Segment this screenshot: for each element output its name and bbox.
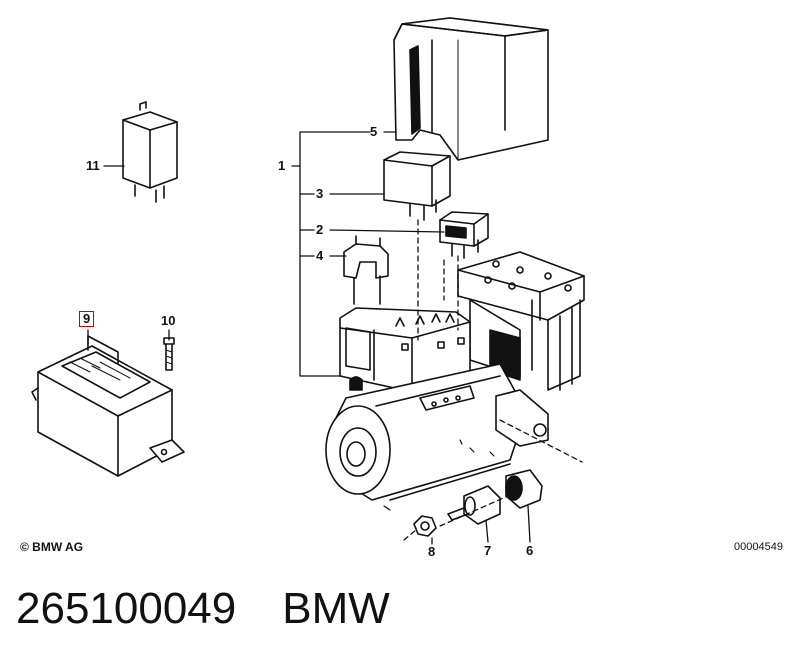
callout-2: 2	[316, 222, 324, 237]
cover-part	[393, 17, 549, 161]
parts-diagram	[31, 17, 585, 545]
footer-caption: 265100049 BMW	[16, 584, 390, 644]
callout-3: 3	[316, 186, 324, 201]
damper-part-6	[505, 469, 543, 509]
copyright-label: © BMW AG	[20, 540, 84, 554]
bracket-part-4	[343, 235, 389, 305]
brand-name: BMW	[282, 584, 390, 633]
relay-part-3	[383, 151, 451, 221]
callout-4: 4	[316, 248, 324, 263]
callout-9-highlighted[interactable]: 9	[79, 311, 95, 327]
callout-5: 5	[370, 124, 378, 139]
nut-part-8	[413, 515, 437, 537]
bolt-part-10	[163, 337, 175, 371]
callout-11: 11	[86, 158, 100, 173]
callout-10: 10	[161, 313, 176, 328]
callout-6: 6	[526, 543, 534, 558]
relay-part-11	[122, 101, 178, 203]
leader-lines	[87, 131, 583, 545]
callout-1: 1	[278, 158, 286, 173]
callout-8: 8	[428, 544, 436, 559]
part-number: 265100049	[16, 584, 237, 633]
drawing-number: 00004549	[734, 541, 783, 553]
callout-7: 7	[484, 543, 492, 558]
control-unit-part-9	[31, 335, 185, 477]
damper-part-7	[447, 485, 501, 525]
hydraulic-unit	[325, 251, 585, 511]
relay-part-2	[439, 211, 489, 259]
